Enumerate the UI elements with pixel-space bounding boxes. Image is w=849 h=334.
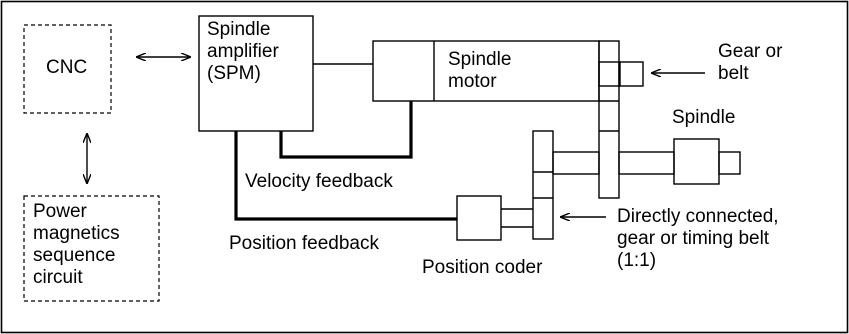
gear-extension (618, 61, 644, 87)
power-magnetics-label: Power magnetics sequence circuit (33, 201, 120, 288)
direct-connection-label: Directly connected, gear or timing belt … (617, 206, 779, 271)
spm-label: Spindle amplifier (SPM) (207, 19, 279, 84)
position-feedback-label: Position feedback (229, 233, 379, 254)
spm-block (198, 15, 314, 132)
power-magnetics-block (23, 195, 160, 302)
spindle-shaft (552, 151, 600, 175)
spindle-body (673, 138, 720, 185)
cnc-block (23, 24, 112, 114)
gear-or-belt-label: Gear or belt (718, 41, 783, 84)
position-coder-label: Position coder (422, 257, 543, 278)
cnc-label: CNC (46, 57, 88, 78)
spindle-label: Spindle (672, 107, 736, 128)
coder-gear (532, 130, 554, 240)
motor-shaft (598, 61, 621, 87)
spindle-motor-label: Spindle motor (448, 49, 512, 92)
velocity-feedback-label: Velocity feedback (245, 171, 393, 192)
motor-gear (598, 40, 620, 199)
spindle-shaft (618, 151, 675, 175)
spindle-nose (718, 151, 741, 175)
position-coder-block (456, 195, 502, 241)
position-feedback-line (234, 131, 457, 221)
velocity-feedback-line (279, 101, 413, 159)
